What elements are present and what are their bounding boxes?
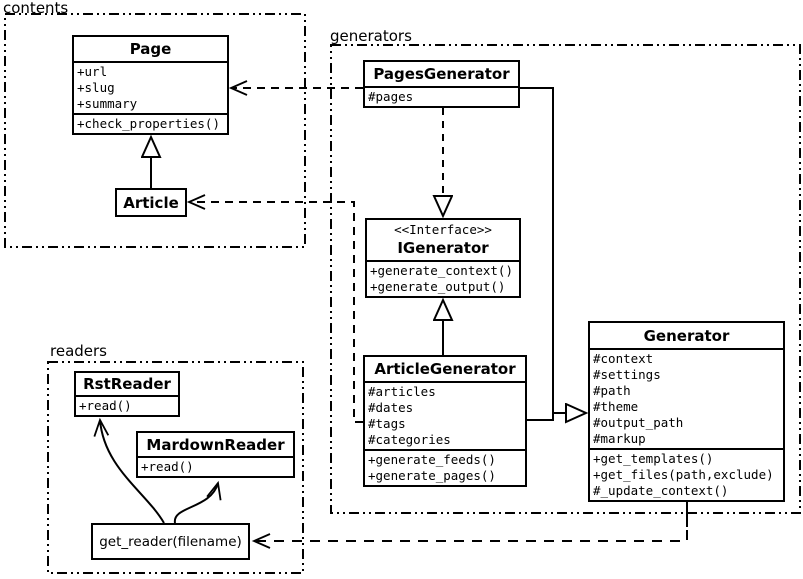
attribute: #pages <box>368 89 414 104</box>
attribute: #context <box>593 351 654 366</box>
class-title: PagesGenerator <box>373 65 510 83</box>
attribute: #tags <box>368 416 406 431</box>
class-title: MardownReader <box>146 435 285 454</box>
class-pagesgenerator: PagesGenerator #pages <box>363 60 520 108</box>
class-igenerator: <<Interface>> IGenerator +generate_conte… <box>365 218 521 298</box>
class-attributes: #articles #dates #tags #categories <box>365 381 525 449</box>
node-getreader: get_reader(filename) <box>91 523 250 560</box>
attribute: #settings <box>593 367 661 382</box>
package-label-generators: generators <box>330 27 412 45</box>
class-title: IGenerator <box>397 239 489 257</box>
class-header: <<Interface>> IGenerator <box>367 220 519 260</box>
attribute: #articles <box>368 384 436 399</box>
attribute: #markup <box>593 431 646 446</box>
method: +generate_output() <box>370 279 506 294</box>
method: +read() <box>79 398 132 413</box>
attribute: #theme <box>593 399 639 414</box>
attribute: +slug <box>77 80 115 95</box>
class-title: Page <box>129 40 172 58</box>
class-attributes: #context #settings #path #theme #output_… <box>590 348 783 448</box>
class-title: ArticleGenerator <box>374 360 516 378</box>
generalization-arrow-pagesgenerator-to-generator <box>520 87 586 413</box>
stereotype-label: <<Interface>> <box>394 222 492 237</box>
class-methods: +read() <box>138 456 293 476</box>
association-arrow-getreader-to-mardownreader <box>173 480 222 524</box>
class-rstreader: RstReader +read() <box>74 371 180 417</box>
method: +check_properties() <box>77 116 220 131</box>
package-label-contents: contents <box>3 0 69 17</box>
attribute: #dates <box>368 400 414 415</box>
method: #_update_context() <box>593 483 729 498</box>
attribute: #output_path <box>593 415 684 430</box>
function-label: get_reader(filename) <box>99 533 242 550</box>
class-methods: +generate_context() +generate_output() <box>367 260 519 296</box>
class-title: RstReader <box>83 375 171 393</box>
method: +generate_context() <box>370 263 513 278</box>
class-methods: +get_templates() +get_files(path,exclude… <box>590 448 783 500</box>
dependency-arrow-generator-to-getreader <box>251 530 688 549</box>
class-title: Article <box>123 193 179 212</box>
class-methods: +read() <box>76 395 178 415</box>
class-generator: Generator #context #settings #path #them… <box>588 321 785 502</box>
method: +generate_pages() <box>368 468 496 483</box>
class-article: Article <box>115 188 187 217</box>
class-attributes: +url +slug +summary <box>74 61 227 113</box>
package-label-readers: readers <box>50 342 107 360</box>
method: +get_templates() <box>593 451 714 466</box>
attribute: #path <box>593 383 631 398</box>
attribute: +summary <box>77 96 138 111</box>
method: +get_files(path,exclude) <box>593 467 774 482</box>
dependency-arrow-articlegenerator-to-article <box>186 194 363 423</box>
class-methods: +check_properties() <box>74 113 227 133</box>
class-methods: +generate_feeds() +generate_pages() <box>365 449 525 485</box>
attribute: +url <box>77 64 108 79</box>
generalization-arrow-articlegenerator-to-generator <box>527 413 554 421</box>
attribute: #categories <box>368 432 451 447</box>
method: +generate_feeds() <box>368 452 496 467</box>
class-page: Page +url +slug +summary +check_properti… <box>72 35 229 135</box>
class-mardownreader: MardownReader +read() <box>136 431 295 478</box>
method: +read() <box>141 459 194 474</box>
class-title: Generator <box>643 326 730 345</box>
class-attributes: #pages <box>365 86 518 106</box>
class-articlegenerator: ArticleGenerator #articles #dates #tags … <box>363 355 527 487</box>
